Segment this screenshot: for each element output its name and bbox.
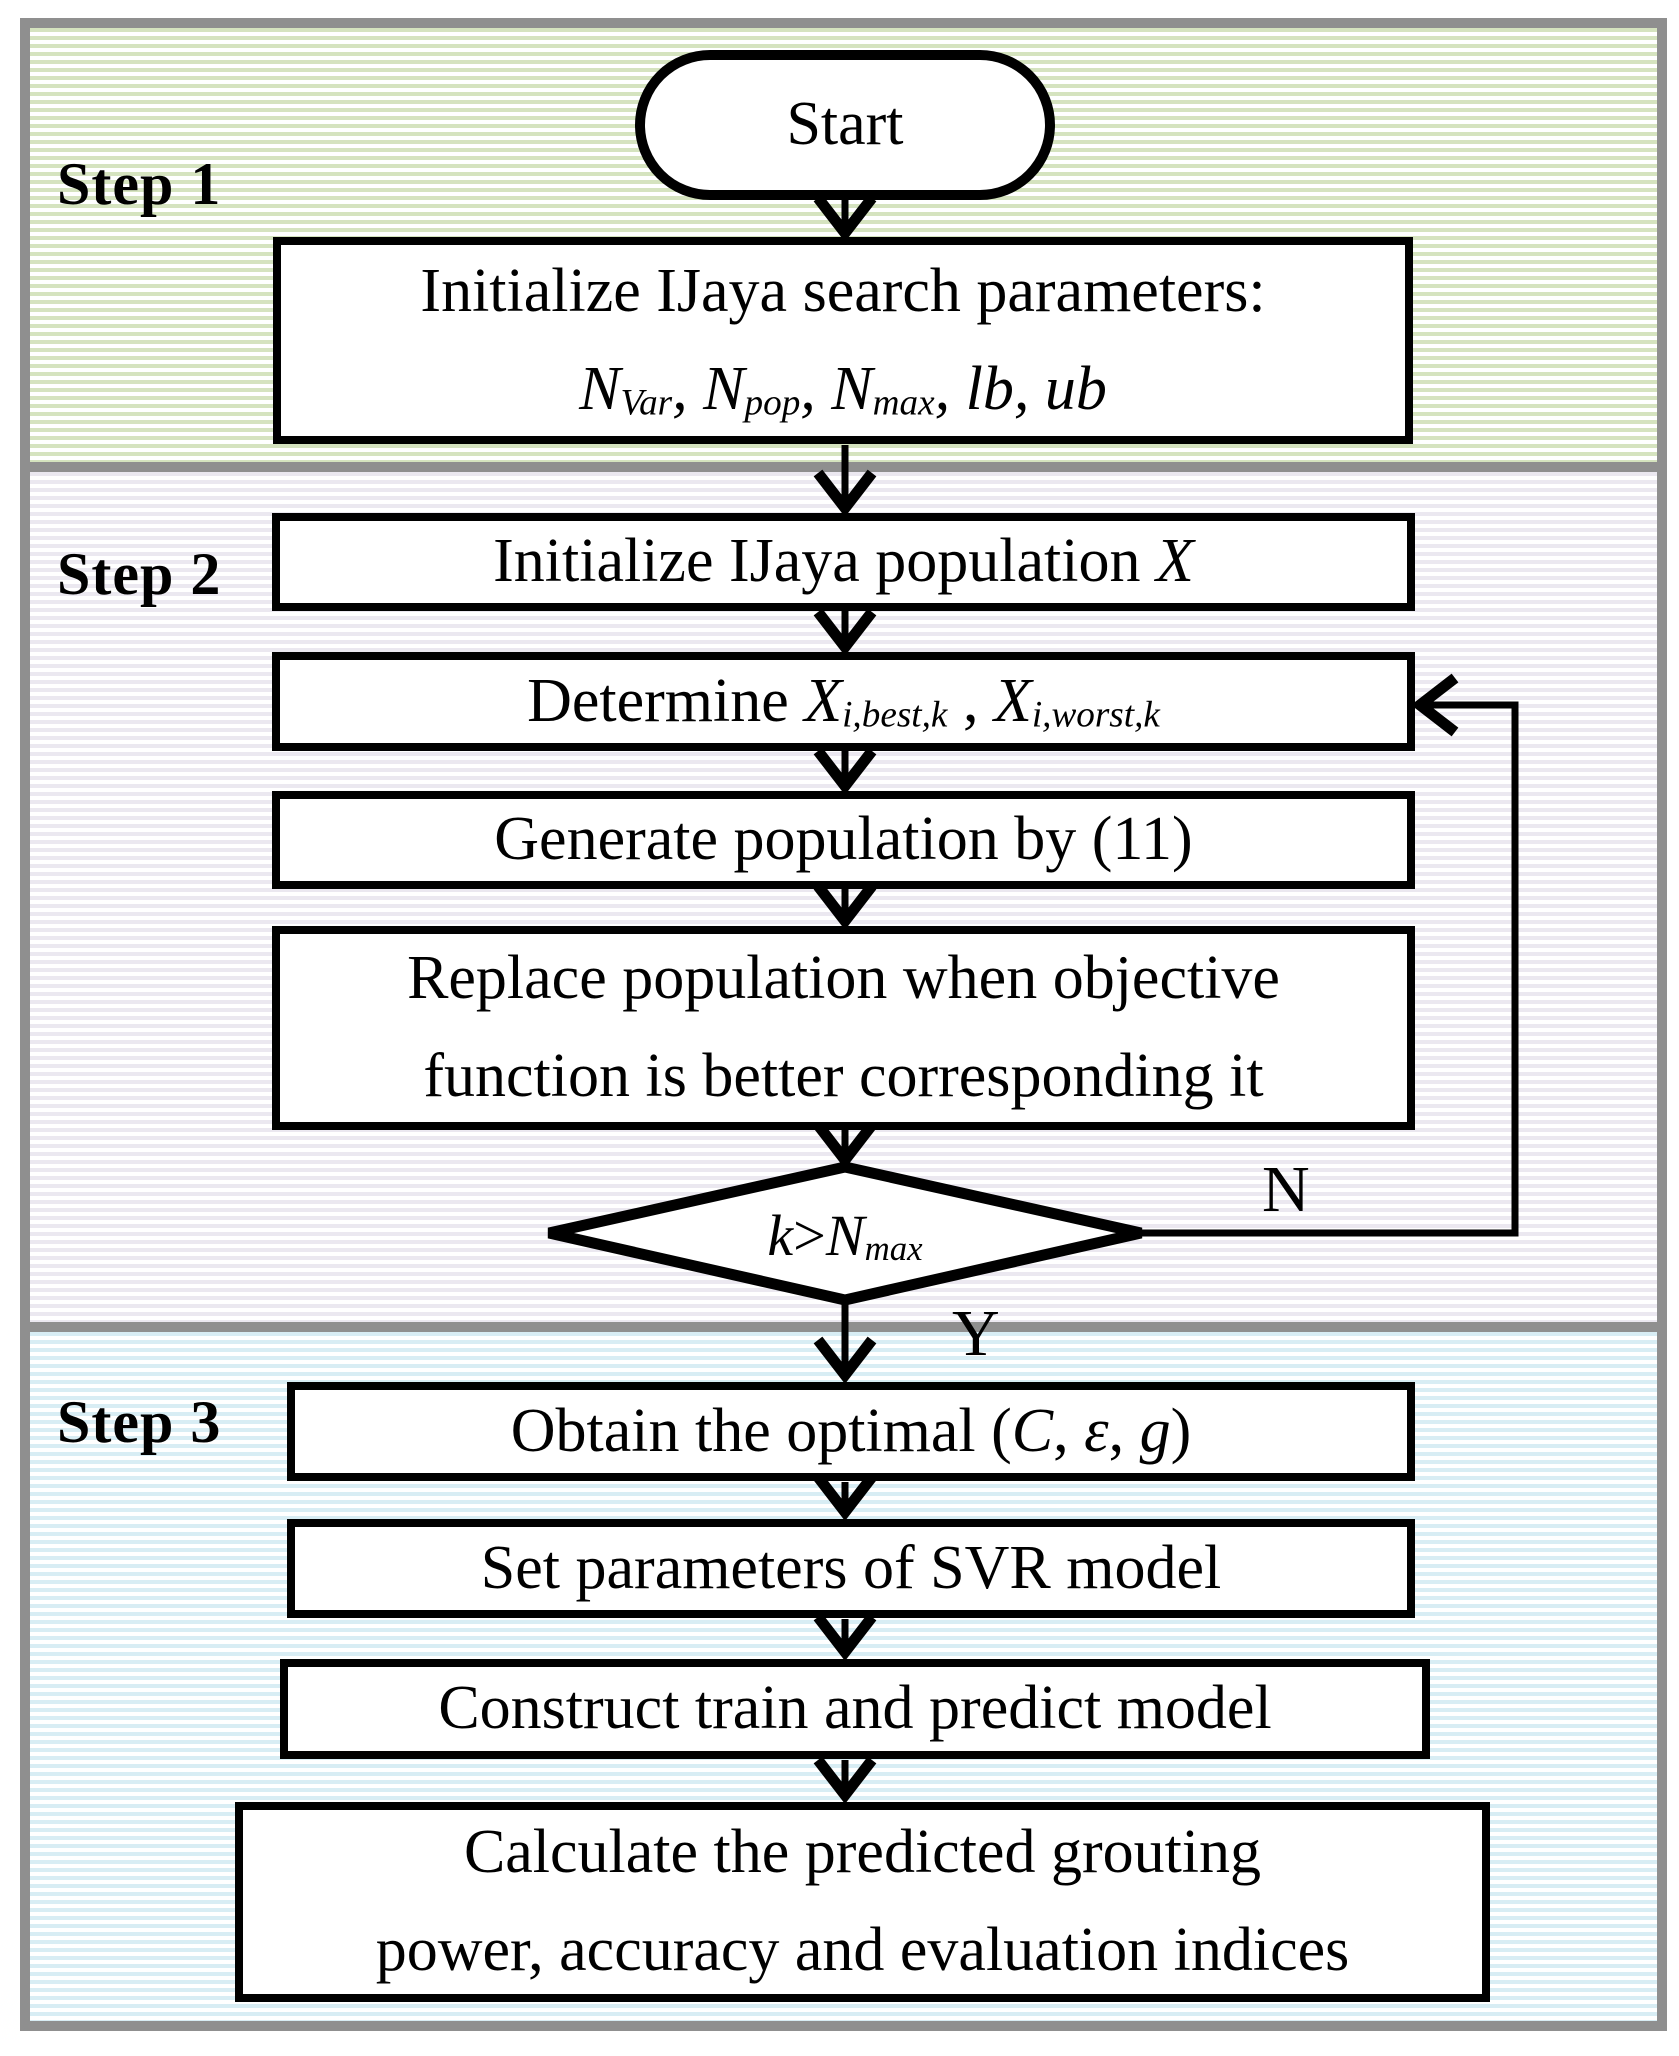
- init-population-box: Initialize IJaya population X: [272, 513, 1415, 611]
- obtain-optimal-box: Obtain the optimal (C, ε, g): [287, 1382, 1415, 1481]
- step1-label: Step 1: [57, 151, 222, 217]
- loop-back-edge: [1141, 705, 1519, 1237]
- generate-box: Generate population by (11): [272, 791, 1415, 889]
- decision-text: k>Nmax: [767, 1203, 923, 1269]
- step2-label: Step 2: [57, 541, 222, 607]
- construct-model-box: Construct train and predict model: [280, 1659, 1430, 1759]
- no-branch-label: N: [1262, 1153, 1310, 1226]
- start-node: Start: [635, 50, 1055, 200]
- set-svr-box: Set parameters of SVR model: [287, 1519, 1415, 1618]
- yes-branch-label: Y: [952, 1297, 1000, 1370]
- decision-diamond: [547, 1161, 1143, 1306]
- determine-box: Determine Xi,best,k , Xi,worst,k: [272, 652, 1415, 751]
- step3-label: Step 3: [57, 1389, 222, 1455]
- init-params-box: Initialize IJaya search parameters:NVar,…: [273, 237, 1413, 444]
